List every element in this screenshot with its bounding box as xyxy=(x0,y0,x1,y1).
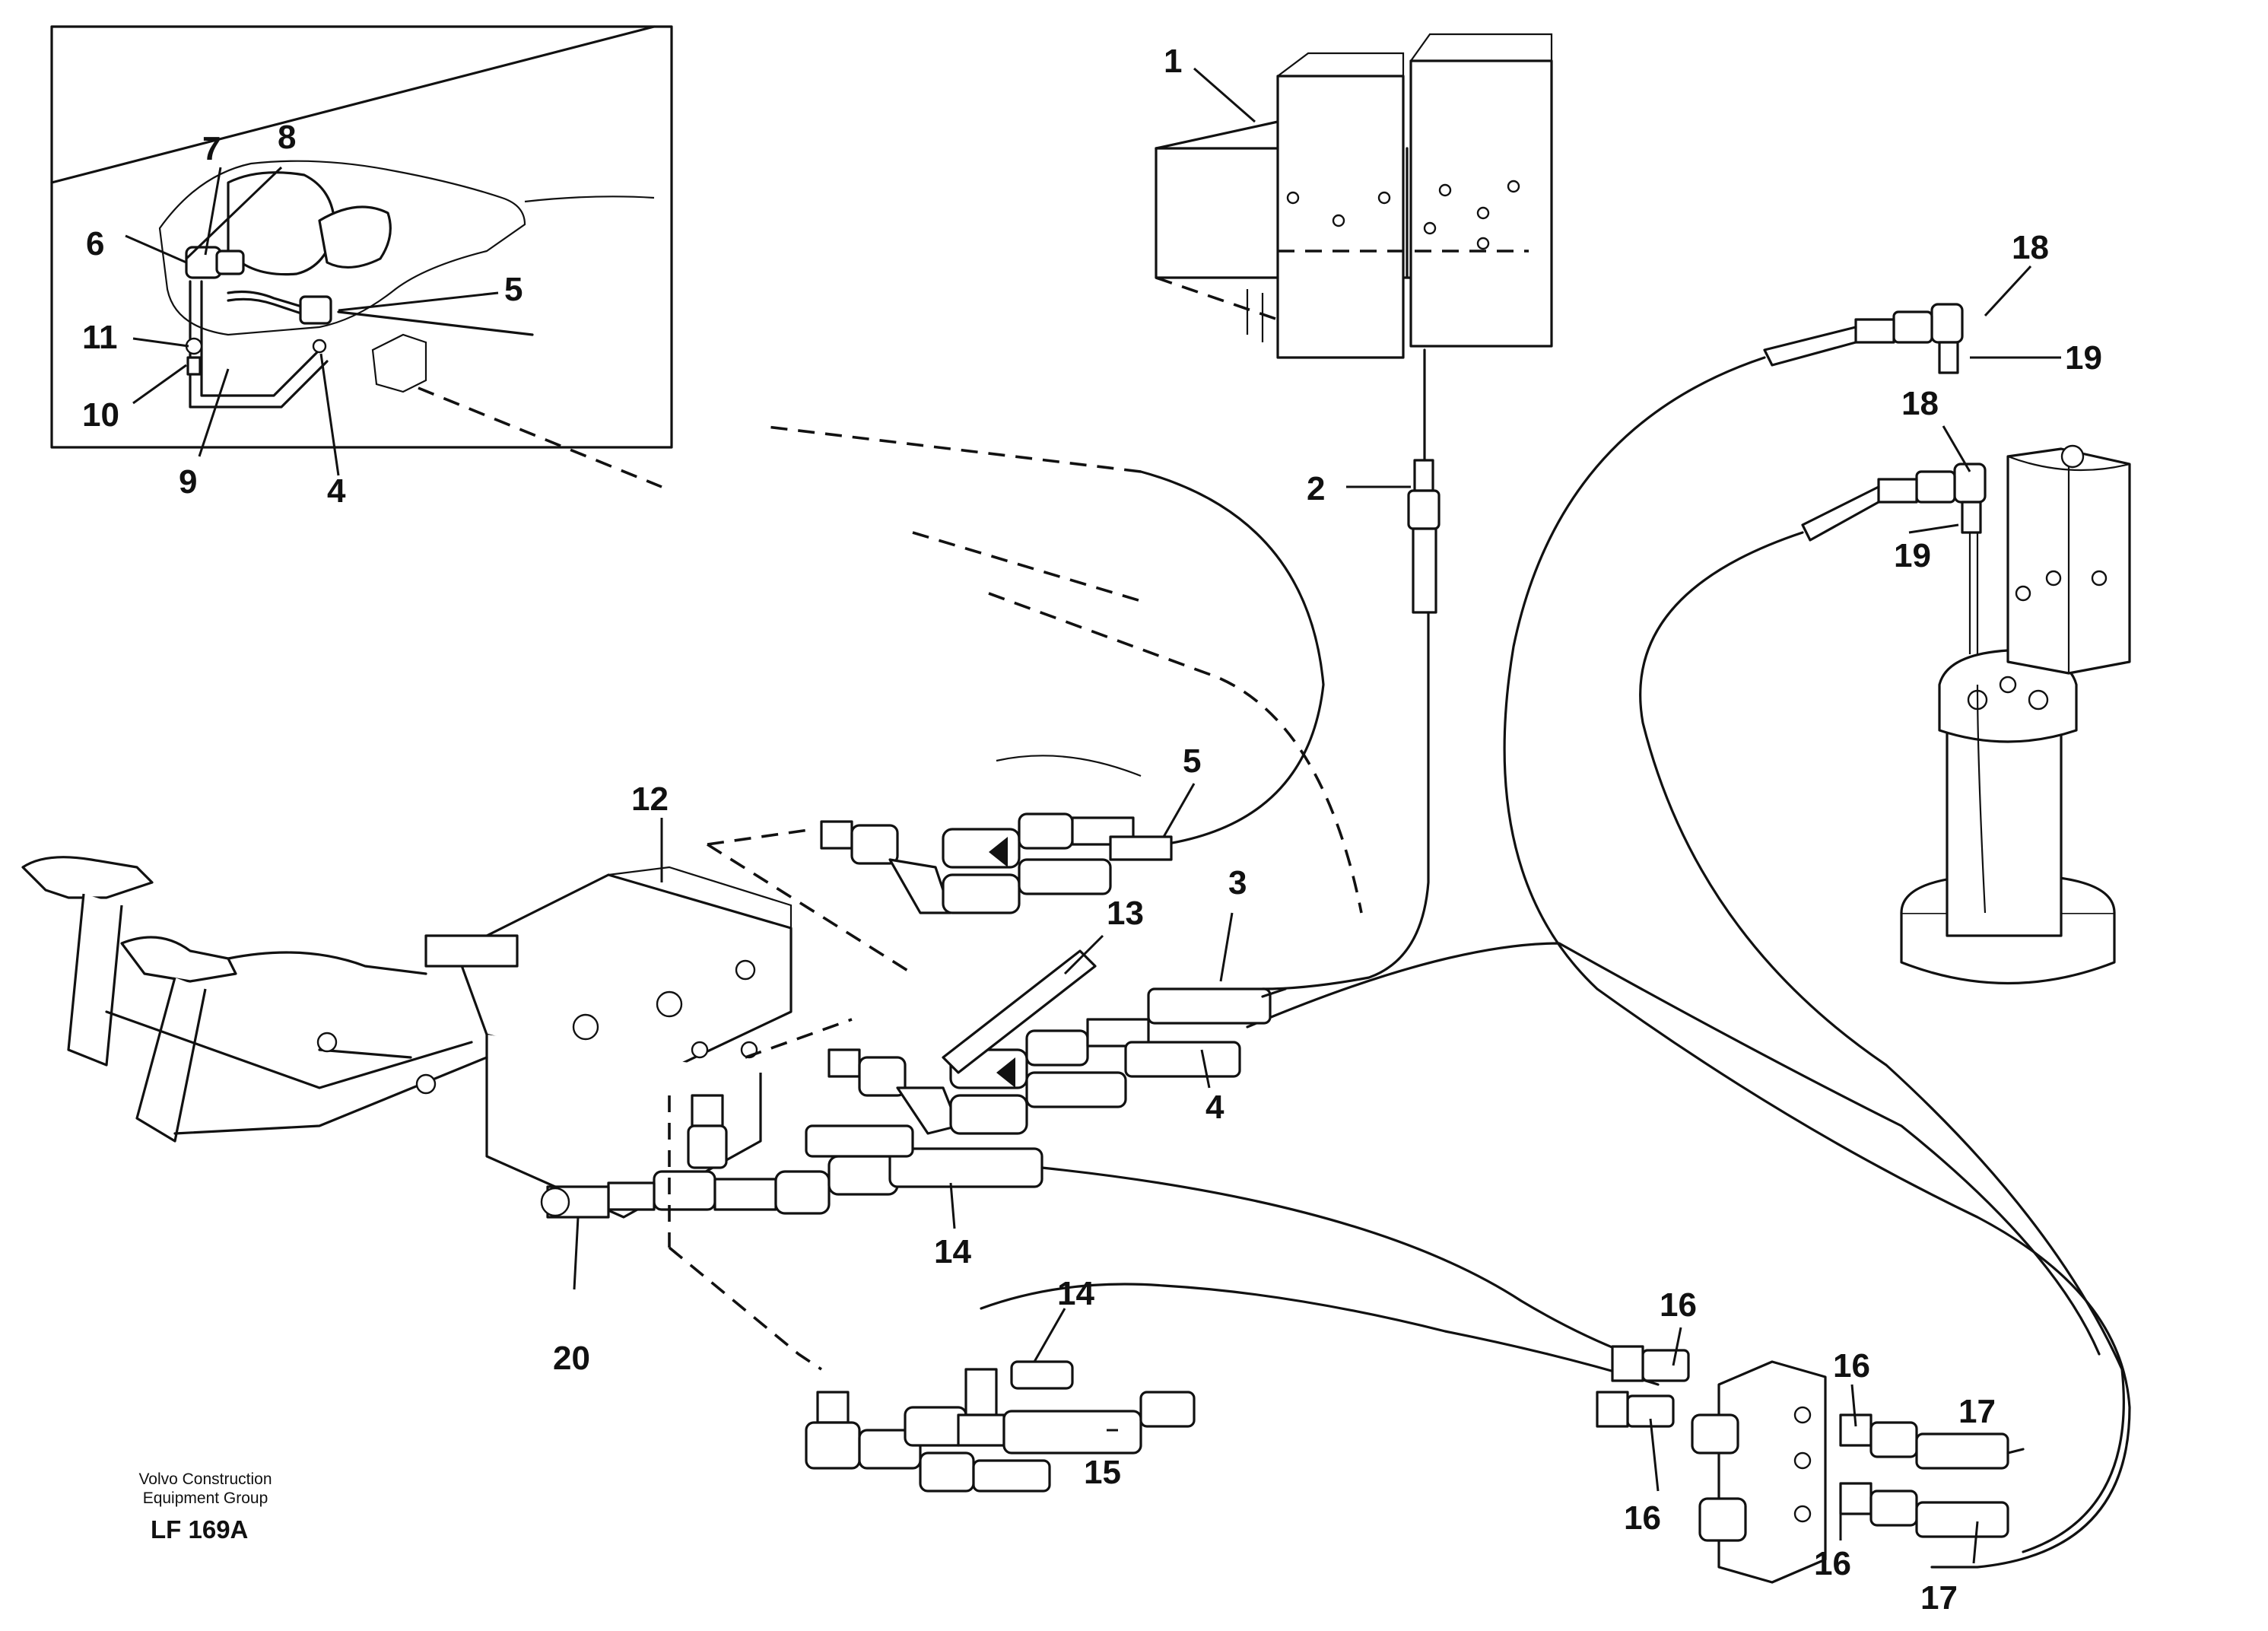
inset-label-9: 9 xyxy=(179,463,197,501)
label-13: 13 xyxy=(1107,895,1144,932)
inset-labels: 7 8 6 5 11 10 9 4 xyxy=(82,119,523,510)
label-12: 12 xyxy=(631,781,669,818)
label-17-a: 17 xyxy=(1958,1393,1996,1430)
label-17-b: 17 xyxy=(1920,1579,1958,1617)
hose-loops xyxy=(760,424,1363,914)
inset-detail xyxy=(50,25,673,488)
fittings-group-4 xyxy=(745,949,1287,1135)
leader-lines xyxy=(125,67,2061,1564)
label-3: 3 xyxy=(1228,864,1247,901)
label-20: 20 xyxy=(553,1340,590,1377)
label-2: 2 xyxy=(1307,470,1325,507)
label-16-a: 16 xyxy=(1660,1286,1697,1324)
label-14-lower: 14 xyxy=(1057,1275,1094,1312)
pilot-valve-block xyxy=(1155,33,1553,359)
junction-block xyxy=(1596,1345,2025,1584)
label-19-b: 19 xyxy=(1894,537,1931,574)
label-16-b: 16 xyxy=(1624,1499,1661,1537)
label-18-b: 18 xyxy=(1901,385,1939,422)
label-16-d: 16 xyxy=(1814,1545,1851,1582)
inset-label-8: 8 xyxy=(278,119,296,156)
label-5: 5 xyxy=(1183,742,1201,780)
swivel-cylinder xyxy=(1900,444,2131,985)
label-18-a: 18 xyxy=(2012,229,2049,266)
inset-label-10: 10 xyxy=(82,396,119,434)
pedal-valve xyxy=(21,856,793,1219)
credit-line-1: Volvo Construction xyxy=(138,1470,272,1488)
label-16-c: 16 xyxy=(1833,1347,1870,1385)
credit-line-2: Equipment Group xyxy=(142,1490,268,1507)
fittings-group-15 xyxy=(805,1360,1196,1493)
inset-label-6: 6 xyxy=(86,225,104,262)
part-labels: 1 2 3 4 5 12 13 14 14 15 16 16 16 16 17 … xyxy=(553,43,2102,1617)
drawing-code: LF 169A xyxy=(151,1515,249,1544)
label-1: 1 xyxy=(1164,43,1182,80)
label-19-a: 19 xyxy=(2065,339,2102,377)
inset-label-7: 7 xyxy=(202,130,221,167)
label-14-upper: 14 xyxy=(934,1233,971,1270)
hose-fitting-2 xyxy=(1261,348,1441,990)
label-4: 4 xyxy=(1205,1089,1225,1126)
inset-label-4: 4 xyxy=(327,472,346,510)
label-15: 15 xyxy=(1084,1454,1121,1491)
inset-label-11: 11 xyxy=(82,319,118,356)
tee-fitting-20 xyxy=(540,1094,1675,1386)
hose-routing xyxy=(1246,356,2131,1569)
inset-label-5: 5 xyxy=(504,271,523,308)
elbow-fitting-18-upper xyxy=(1763,303,1964,374)
fittings-group-5 xyxy=(707,755,1173,975)
elbow-fitting-18-lower xyxy=(1801,463,1987,654)
